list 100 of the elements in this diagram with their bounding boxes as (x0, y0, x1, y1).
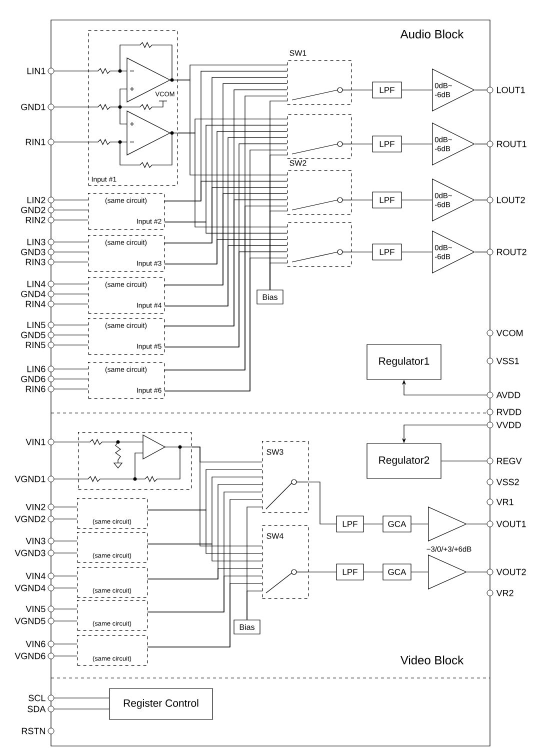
connector (164, 206, 288, 370)
pin: VGND5 (14, 618, 54, 624)
node-label: RIN5 (26, 342, 46, 348)
filter-box: LPF (336, 564, 364, 580)
connector (308, 482, 336, 524)
connector (54, 106, 88, 108)
switch-box: SW4 (262, 525, 309, 599)
node-label: LIN1 (27, 68, 46, 74)
node-label: VGND2 (14, 516, 46, 522)
node-label: VCOM (496, 330, 523, 336)
pin: VGND1 (14, 476, 54, 482)
pin: VIN4 (26, 572, 54, 580)
pin: VR2 (486, 590, 514, 596)
node-label: VIN2 (26, 504, 46, 510)
node-label: RIN2 (26, 216, 46, 224)
switch-box: SW2 (287, 160, 352, 215)
pin: VIN6 (26, 640, 54, 648)
connector (54, 608, 78, 610)
pin: RIN2 (26, 216, 54, 224)
pin: LIN1 (27, 68, 54, 74)
pin: RSTN (22, 728, 54, 734)
pin: ROUT1 (486, 140, 526, 148)
pin: LOUT2 (486, 196, 525, 204)
node-label: RIN1 (26, 138, 46, 146)
node-label: GND5 (21, 332, 46, 338)
node-label: RIN6 (26, 386, 46, 392)
connector (54, 708, 110, 710)
connector (164, 200, 288, 326)
connector (246, 590, 262, 620)
node-label: VGND6 (14, 652, 46, 660)
connector (54, 506, 78, 508)
connector (164, 180, 288, 202)
node-label: AVDD (496, 392, 520, 398)
pin: ROUT2 (486, 248, 526, 256)
connector (147, 510, 262, 554)
connector (54, 324, 88, 326)
connector (164, 187, 288, 244)
filter-box: LPF (336, 516, 364, 532)
connector (54, 334, 88, 336)
node-label: GND3 (21, 248, 46, 256)
connector (164, 252, 288, 348)
node-label: VGND3 (14, 550, 46, 556)
pin: VGND4 (14, 584, 54, 592)
pin: AVDD (486, 392, 520, 398)
node-label: VOUT1 (496, 520, 526, 528)
pin: LIN5 (27, 322, 54, 328)
block-label: Video Block (400, 656, 464, 664)
node-label: LOUT2 (497, 196, 525, 204)
connector (54, 378, 88, 380)
pin: LIN6 (27, 366, 54, 372)
node-label: GND2 (21, 206, 46, 214)
connector (54, 518, 78, 520)
pin: VGND3 (14, 550, 54, 556)
connector (147, 544, 262, 562)
node-label: VIN4 (26, 572, 46, 580)
pin: SDA (28, 706, 54, 712)
gain-box: GCA (382, 564, 412, 580)
switch-box: SW3 (262, 441, 309, 513)
connector (54, 344, 88, 346)
pin: LIN4 (27, 280, 54, 288)
node-label: RIN4 (26, 300, 46, 308)
regulator-box: Regulator1 (366, 344, 442, 380)
dashed-box (78, 432, 192, 490)
node-label: ROUT1 (497, 140, 526, 148)
pin: VIN1 (26, 438, 54, 446)
node-label: RSTN (22, 728, 45, 734)
connector (270, 262, 288, 290)
connector (164, 245, 288, 306)
node-label: SCL (28, 694, 46, 702)
bias-box: Bias (256, 290, 284, 304)
pin: VGND2 (14, 516, 54, 522)
node-label: SW1 (290, 50, 306, 56)
node-label: LOUT1 (497, 86, 525, 94)
connector (164, 222, 288, 234)
node-label: VSS2 (496, 478, 519, 486)
pin: VSS2 (486, 478, 519, 486)
pin: VIN2 (26, 504, 54, 510)
node-label: REGV (497, 458, 522, 464)
connector (54, 540, 78, 542)
connector (177, 132, 288, 228)
pin: LIN2 (27, 196, 54, 204)
bias-box: Bias (234, 620, 260, 634)
node-label: GND4 (21, 290, 46, 298)
node-label: VGND5 (14, 618, 46, 624)
pin: RIN1 (26, 138, 54, 146)
node-label: GND6 (21, 376, 46, 382)
switch-box (287, 114, 352, 159)
node-label: RIN3 (26, 258, 46, 266)
connector (54, 620, 78, 622)
connector (191, 446, 262, 546)
node-label: SW2 (290, 160, 306, 166)
node-label: LIN6 (27, 366, 46, 372)
connector (164, 239, 288, 264)
control-box: Register Control (109, 688, 213, 720)
regulator-box: Regulator2 (366, 443, 442, 479)
node-label: VIN5 (26, 606, 46, 612)
node-label: SDA (28, 706, 46, 712)
pin: VIN5 (26, 606, 54, 612)
pin: VOUT2 (486, 568, 526, 576)
filter-box: LPF (372, 192, 402, 208)
